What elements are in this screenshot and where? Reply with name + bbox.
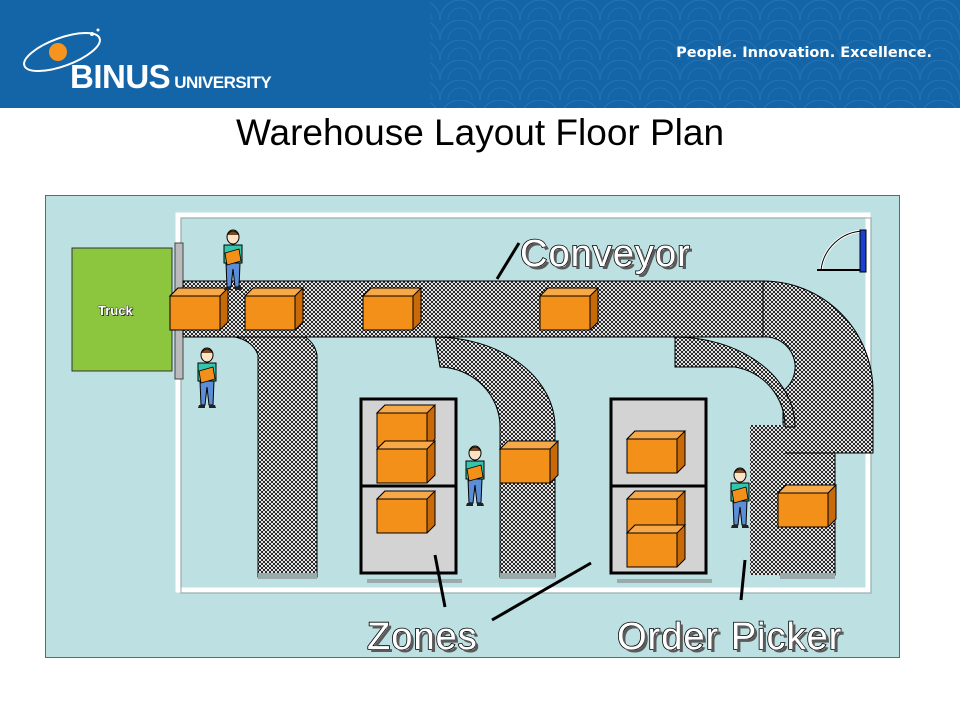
label-conveyor: Conveyor <box>519 232 691 276</box>
conveyor-end <box>500 573 555 579</box>
door-swing <box>817 229 867 273</box>
label-order-picker: Order Picker <box>616 615 843 659</box>
box <box>499 440 559 484</box>
logo-sub: UNIVERSITY <box>174 73 272 92</box>
tagline: People. Innovation. Excellence. <box>676 45 932 61</box>
box <box>169 287 229 331</box>
box <box>376 440 436 484</box>
label-zones: Zones <box>366 615 478 659</box>
header-background <box>0 0 960 108</box>
conveyor-end <box>780 573 835 579</box>
logo-main: BINUS <box>70 58 171 95</box>
box <box>362 287 422 331</box>
box <box>626 430 686 474</box>
warehouse-diagram <box>45 195 900 658</box>
box <box>244 287 304 331</box>
box <box>626 524 686 568</box>
box <box>777 484 837 528</box>
logo-icon <box>23 28 101 72</box>
pointer-lines <box>433 242 747 622</box>
box <box>539 287 599 331</box>
label-truck: Truck <box>98 303 133 319</box>
conveyor-end <box>258 573 317 579</box>
page-title: Warehouse Layout Floor Plan <box>235 112 725 153</box>
box <box>376 490 436 534</box>
